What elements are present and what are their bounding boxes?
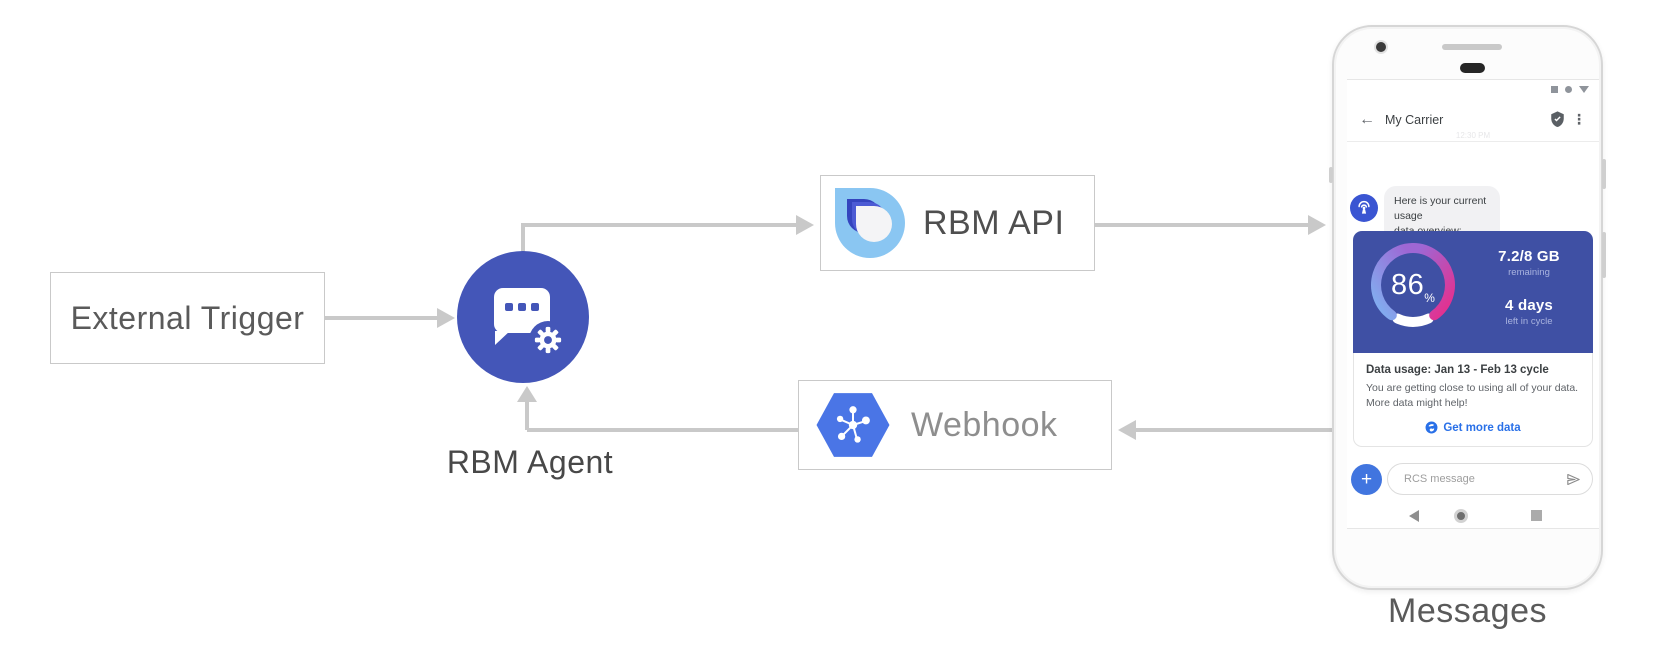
volume-button	[1602, 232, 1606, 278]
phone-mockup: ← My Carrier ⋮ 12:30 PM Here is your cur…	[1329, 25, 1606, 590]
timestamp: 12:30 PM	[1455, 131, 1491, 140]
rbm-api-logo-icon	[835, 188, 905, 258]
data-amount-caption: remaining	[1508, 267, 1550, 278]
data-amount: 7.2/8 GB	[1498, 248, 1560, 265]
gauge-percent: 86%	[1391, 268, 1435, 306]
gear-icon	[529, 321, 567, 359]
line-agent-up	[521, 225, 525, 255]
get-more-data-label: Get more data	[1443, 421, 1521, 434]
rbm-api-box: RBM API	[820, 175, 1095, 271]
back-arrow-icon[interactable]: ←	[1359, 111, 1375, 128]
line-trigger-to-agent	[323, 316, 437, 320]
agent-avatar	[1350, 194, 1378, 222]
status-circle-icon	[1565, 86, 1572, 93]
get-more-data-button[interactable]: Get more data	[1366, 421, 1580, 434]
rbm-api-label: RBM API	[923, 203, 1065, 242]
status-bar	[1551, 86, 1589, 93]
nav-home-icon[interactable]	[1454, 509, 1468, 523]
rbm-agent-node	[457, 251, 589, 383]
add-attachment-button[interactable]: +	[1351, 464, 1382, 495]
conversation-title: My Carrier	[1385, 113, 1444, 127]
webhook-box: Webhook	[798, 380, 1112, 470]
arrowhead-into-phone	[1308, 215, 1326, 235]
usage-rich-card: 86% 7.2/8 GB remaining 4 days left in cy…	[1353, 231, 1593, 448]
phone-screen: ← My Carrier ⋮ 12:30 PM Here is your cur…	[1347, 79, 1599, 529]
line-phone-to-webhook	[1136, 428, 1332, 432]
verified-shield-icon	[1550, 111, 1565, 133]
globe-icon	[1425, 421, 1438, 434]
days-caption: left in cycle	[1505, 316, 1553, 327]
status-triangle-icon	[1579, 86, 1589, 93]
agent-message-line1: Here is your current usage	[1394, 195, 1487, 223]
sim-tray	[1329, 167, 1333, 183]
camera-icon	[1376, 42, 1386, 52]
chat-dots-icon	[494, 303, 550, 311]
external-trigger-box: External Trigger	[50, 272, 325, 364]
usage-card-title: Data usage: Jan 13 - Feb 13 cycle	[1366, 364, 1549, 376]
external-trigger-label: External Trigger	[70, 299, 305, 336]
webhook-hexagon-icon	[815, 391, 891, 459]
send-icon[interactable]	[1565, 471, 1582, 488]
speaker-slot	[1442, 44, 1502, 50]
usage-card-text: You are getting close to using all of yo…	[1366, 382, 1579, 409]
rcs-message-input[interactable]	[1402, 472, 1565, 486]
overflow-menu-icon[interactable]: ⋮	[1572, 111, 1586, 127]
arrowhead-into-api	[796, 215, 814, 235]
usage-stats: 7.2/8 GB remaining 4 days left in cycle	[1473, 248, 1585, 327]
messages-caption: Messages	[1388, 592, 1547, 630]
rbm-agent-label: RBM Agent	[446, 444, 614, 480]
arrowhead-into-agent	[437, 308, 455, 328]
earpiece-pill	[1460, 63, 1485, 73]
days-value: 4 days	[1505, 297, 1553, 314]
nav-recents-icon[interactable]	[1531, 510, 1542, 521]
arrowhead-into-agent-bottom	[517, 386, 537, 402]
header-divider	[1347, 141, 1599, 142]
usage-card-header: 86% 7.2/8 GB remaining 4 days left in cy…	[1353, 231, 1593, 353]
nav-back-icon[interactable]	[1409, 510, 1419, 522]
line-api-to-phone	[1095, 223, 1310, 227]
status-square-icon	[1551, 86, 1558, 93]
webhook-label: Webhook	[911, 405, 1058, 444]
arrowhead-into-webhook	[1118, 420, 1136, 440]
line-agent-to-api	[521, 223, 798, 227]
line-webhook-up-to-agent	[525, 402, 529, 430]
power-button	[1602, 159, 1606, 189]
usage-gauge: 86%	[1367, 239, 1459, 331]
line-webhook-to-agent	[527, 428, 798, 432]
message-input-pill	[1387, 463, 1593, 495]
usage-card-body: Data usage: Jan 13 - Feb 13 cycle You ar…	[1353, 353, 1593, 448]
